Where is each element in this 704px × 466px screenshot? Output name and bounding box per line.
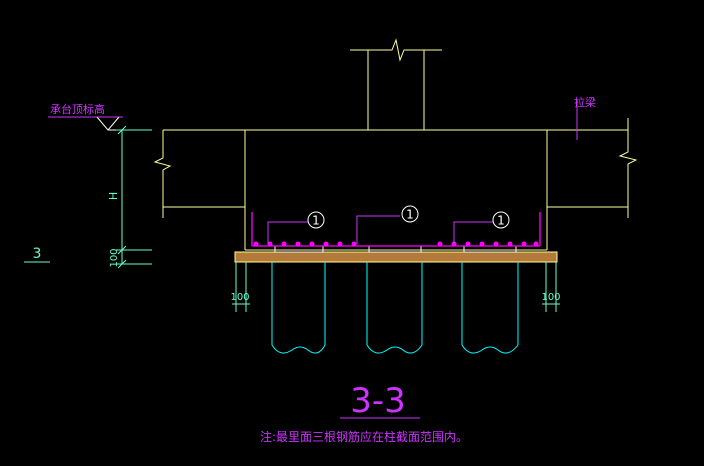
callout-1-right: 1 xyxy=(497,214,505,228)
piles xyxy=(271,262,519,354)
pile-cap xyxy=(163,129,628,251)
dim-pile-left xyxy=(232,262,250,312)
callout-1-center: 1 xyxy=(406,208,414,222)
pile-left xyxy=(271,262,326,354)
tie-beam-right xyxy=(547,118,638,218)
rebar-dots xyxy=(253,241,539,247)
dim-pile-right xyxy=(542,262,560,312)
rebar xyxy=(251,212,541,247)
tie-beam-label: 拉梁 xyxy=(574,95,596,109)
section-title: 3-3 xyxy=(350,381,406,421)
rebar-callouts xyxy=(267,215,493,244)
cap-top-elevation-label: 承台顶标高 xyxy=(50,102,105,116)
column xyxy=(350,38,442,130)
pile-heads xyxy=(274,245,517,253)
elevation-marker xyxy=(48,116,150,131)
tie-beam-left xyxy=(153,130,245,218)
dim-100-pile-right-label: 100 xyxy=(541,292,560,303)
section-ref-label: 3 xyxy=(33,246,42,262)
dim-100-left-label: 100 xyxy=(109,248,120,267)
note-text: 注:最里面三根钢筋应在柱截面范围内。 xyxy=(260,429,468,444)
dim-100-pile-left-label: 100 xyxy=(230,292,249,303)
dim-h-label: H xyxy=(107,192,120,200)
cushion-layer xyxy=(234,251,558,263)
pile-right xyxy=(461,262,519,354)
pile-center xyxy=(366,262,423,354)
callout-1-left: 1 xyxy=(312,214,320,228)
dimension-h xyxy=(116,125,152,269)
callout-circles xyxy=(307,205,510,229)
